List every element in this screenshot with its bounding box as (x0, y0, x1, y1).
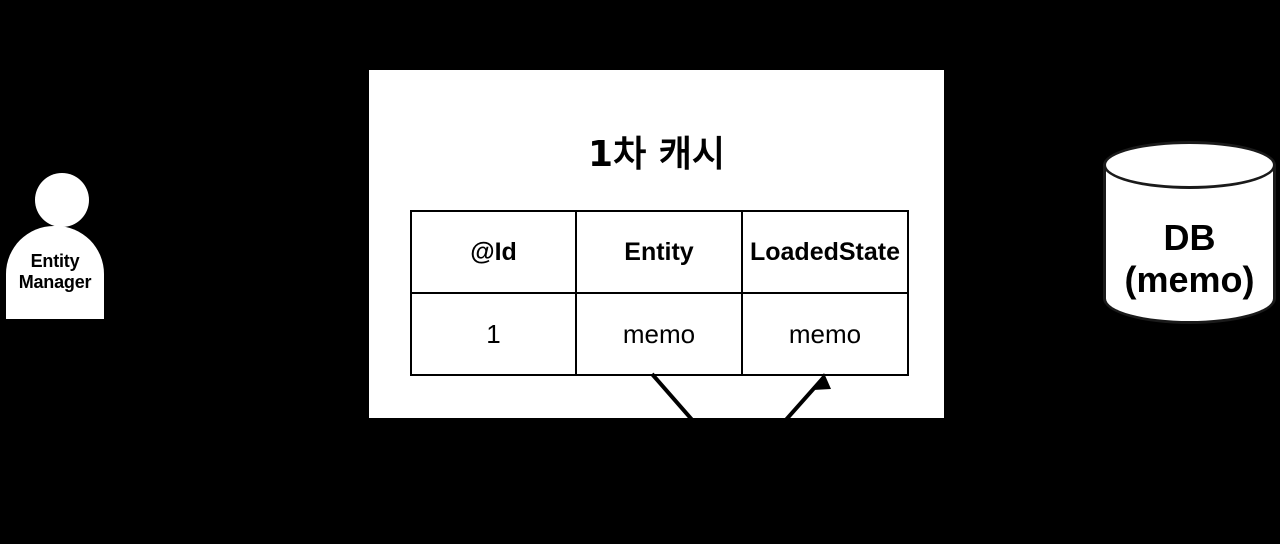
entity-down-line-icon (650, 372, 694, 418)
database-cylinder-top-icon (1103, 141, 1276, 189)
database-label-line2: (memo) (1124, 258, 1255, 300)
table-row: 1 memo memo (410, 292, 909, 376)
loadedstate-up-arrow-line-icon (784, 375, 826, 418)
actor-entity-manager: Entity Manager (6, 173, 118, 319)
actor-label: Entity Manager (6, 251, 104, 293)
actor-label-line2: Manager (18, 272, 92, 293)
database-cylinder-body-icon (1103, 164, 1276, 324)
actor-label-line1: Entity (30, 251, 80, 271)
table-cell-entity: memo (575, 292, 743, 376)
cache-table: @Id Entity LoadedState 1 memo memo (410, 210, 909, 376)
table-header-row: @Id Entity LoadedState (410, 210, 909, 294)
cache-panel-title: 1차 캐시 (588, 134, 725, 175)
table-cell-id: 1 (410, 292, 577, 376)
database-cylinder: DB (memo) (1103, 141, 1280, 343)
person-actor-body-icon (6, 226, 104, 319)
table-cell-loadedstate: memo (741, 292, 909, 376)
table-header-loadedstate: LoadedState (741, 210, 909, 294)
database-label-line1: DB (1163, 217, 1216, 258)
table-header-id: @Id (410, 210, 577, 294)
database-label: DB (memo) (1103, 217, 1276, 301)
first-level-cache-panel: 1차 캐시 @Id Entity LoadedState 1 memo memo (369, 70, 944, 418)
table-header-entity: Entity (575, 210, 743, 294)
person-actor-head-icon (35, 173, 89, 227)
